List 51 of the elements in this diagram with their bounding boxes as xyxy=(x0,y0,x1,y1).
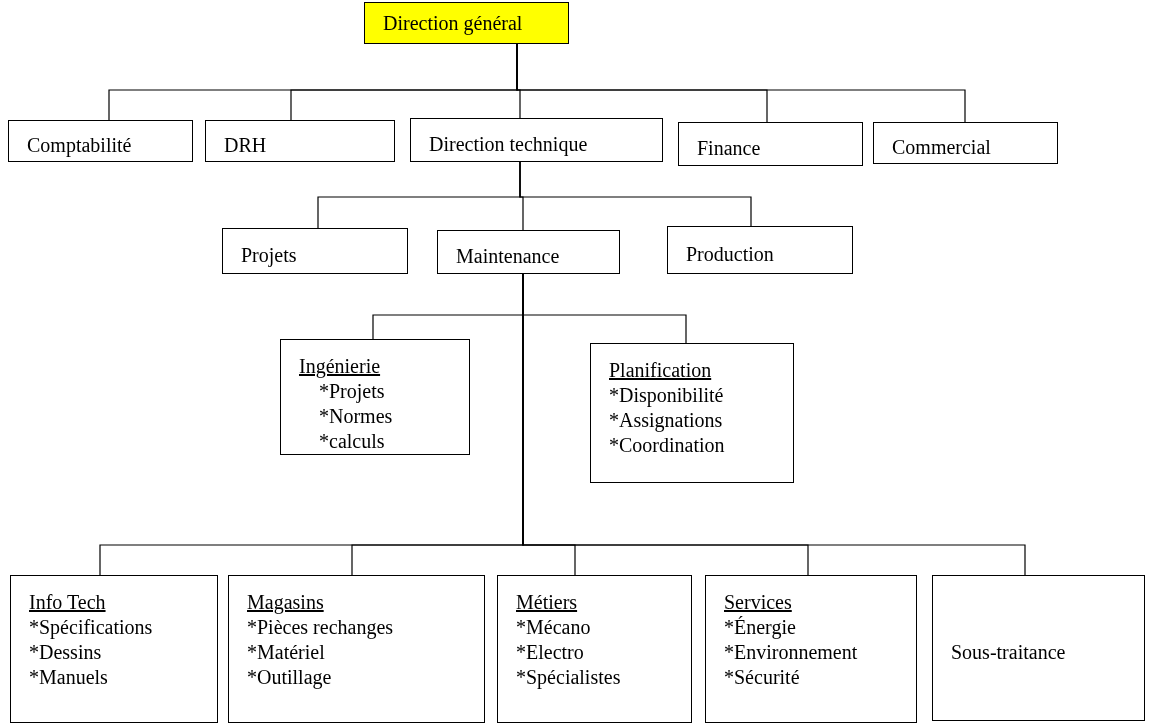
task-item: *Mécano xyxy=(516,615,592,640)
task-item: *Sécurité xyxy=(724,665,801,690)
task-item: *Spécifications xyxy=(29,615,154,640)
org-box xyxy=(667,226,853,274)
unit-name: Sous-traitance xyxy=(951,639,1066,665)
org-box xyxy=(222,228,408,274)
task-item: *Pièces rechanges xyxy=(247,615,395,640)
unit-name: DRH xyxy=(224,132,267,158)
task-item: *Normes xyxy=(318,404,394,429)
org-box xyxy=(364,2,569,44)
unit-name: Direction général xyxy=(383,10,523,36)
unit-name: Commercial xyxy=(892,134,991,160)
task-item: *Dessins xyxy=(29,640,103,665)
section-heading: Services xyxy=(724,590,793,615)
task-item: *Projets xyxy=(318,379,386,404)
task-item: *Disponibilité xyxy=(609,383,725,408)
org-box xyxy=(705,575,917,723)
org-box xyxy=(10,575,218,723)
section-heading: Ingénierie xyxy=(299,354,382,379)
task-item: *Spécialistes xyxy=(516,665,622,690)
org-box xyxy=(678,122,863,166)
org-box xyxy=(228,575,485,723)
task-item: *Coordination xyxy=(609,433,726,458)
org-box xyxy=(590,343,794,483)
section-heading: Magasins xyxy=(247,590,325,615)
org-box xyxy=(437,230,620,274)
section-heading: Info Tech xyxy=(29,590,107,615)
section-heading: Métiers xyxy=(516,590,579,615)
unit-name: Maintenance xyxy=(456,243,560,269)
task-item: *Outillage xyxy=(247,665,333,690)
org-box xyxy=(932,575,1145,721)
section-heading: Planification xyxy=(609,358,713,383)
task-item: *calculs xyxy=(318,429,386,454)
org-box xyxy=(873,122,1058,164)
task-item: *Manuels xyxy=(29,665,109,690)
task-item: *Assignations xyxy=(609,408,724,433)
unit-name: Direction technique xyxy=(429,131,588,157)
task-item: *Énergie xyxy=(724,615,797,640)
task-item: *Environnement xyxy=(724,640,859,665)
task-item: *Matériel xyxy=(247,640,326,665)
unit-name: Comptabilité xyxy=(27,132,132,158)
org-box xyxy=(410,118,663,162)
connector-line xyxy=(519,161,752,227)
unit-name: Projets xyxy=(241,242,297,268)
task-item: *Electro xyxy=(516,640,585,665)
org-box xyxy=(497,575,692,723)
org-box xyxy=(205,120,395,162)
unit-name: Production xyxy=(686,241,774,267)
org-box xyxy=(8,120,193,162)
org-box xyxy=(280,339,470,455)
unit-name: Finance xyxy=(697,135,761,161)
